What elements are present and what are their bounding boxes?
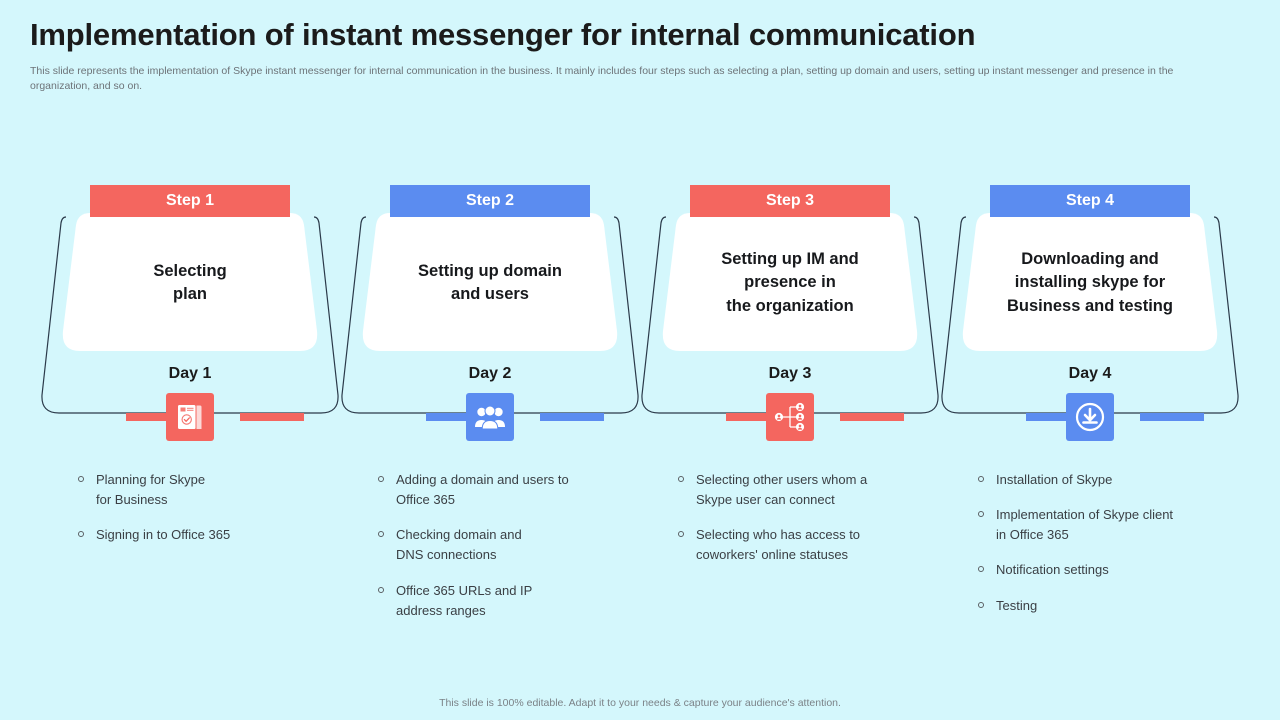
- slide-subtitle: This slide represents the implementation…: [30, 65, 1174, 93]
- step-card-1[interactable]: Step 1 Selecting plan Day 1: [40, 185, 340, 445]
- bullet-text: Planning for Skype for Business: [96, 472, 206, 508]
- step-white-card-3: Setting up IM and presence in the organi…: [662, 213, 918, 353]
- slide-header: Implementation of instant messenger for …: [30, 17, 1240, 95]
- page-title: Implementation of instant messenger for …: [30, 17, 976, 52]
- slide-footer-note: This slide is 100% editable. Adapt it to…: [439, 697, 841, 709]
- list-item: Selecting other users whom a Skype user …: [678, 470, 958, 510]
- bullet-text: Checking domain and DNS connections: [396, 527, 522, 563]
- list-item: Adding a domain and users to Office 365: [378, 470, 658, 510]
- step-white-card-2: Setting up domain and users: [362, 213, 618, 353]
- bullet-text: Implementation of Skype client in Office…: [996, 507, 1174, 543]
- list-item: Checking domain and DNS connections: [378, 525, 658, 565]
- step-card-3[interactable]: Step 3 Setting up IM and presence in the…: [640, 185, 940, 445]
- step-day-label-1: Day 1: [168, 365, 212, 382]
- bullet-marker-icon: [978, 601, 984, 608]
- list-item: Implementation of Skype client in Office…: [978, 505, 1258, 545]
- card-background-1: [62, 213, 318, 353]
- download-circle-icon: [1066, 393, 1114, 441]
- bullet-text: Testing: [996, 597, 1038, 613]
- bullet-marker-icon: [378, 531, 384, 538]
- list-item: Installation of Skype: [978, 470, 1258, 490]
- bullet-text: Signing in to Office 365: [96, 527, 231, 543]
- step-card-2[interactable]: Step 2 Setting up domain and users Day 2: [340, 185, 640, 445]
- bullet-text: Installation of Skype: [996, 472, 1113, 487]
- connector-bar-right-2: [540, 413, 604, 421]
- steps-row: Step 1 Selecting plan Day 1: [0, 185, 1280, 445]
- connector-bar-right-4: [1140, 413, 1204, 421]
- bullet-marker-icon: [78, 476, 84, 482]
- step-white-card-1: Selecting plan: [62, 213, 318, 353]
- list-item: Planning for Skype for Business: [78, 470, 358, 510]
- user-network-icon: [766, 393, 814, 441]
- bullet-marker-icon: [78, 531, 84, 538]
- step-header-badge-1: Step 1: [90, 185, 290, 217]
- step-header-badge-2: Step 2: [390, 185, 590, 217]
- connector-bar-left-2: [426, 413, 490, 421]
- bullet-text: Selecting other users whom a Skype user …: [696, 472, 868, 508]
- connector-bar-right-1: [240, 413, 304, 421]
- bullet-marker-icon: [978, 566, 984, 573]
- card-background-3: [662, 213, 918, 353]
- list-item: Selecting who has access to coworkers' o…: [678, 525, 958, 565]
- list-item: Signing in to Office 365: [78, 525, 358, 545]
- list-item: Office 365 URLs and IP address ranges: [378, 581, 658, 621]
- list-item: Notification settings: [978, 560, 1258, 580]
- bullet-text: Office 365 URLs and IP address ranges: [396, 582, 533, 618]
- step-card-4[interactable]: Step 4 Downloading and installing skype …: [940, 185, 1240, 445]
- connector-bar-left-1: [126, 413, 190, 421]
- bullet-list-3: Selecting other users whom a Skype user …: [678, 470, 958, 581]
- connector-bar-left-4: [1026, 413, 1090, 421]
- bullet-text: Selecting who has access to coworkers' o…: [696, 527, 861, 563]
- step-title-1: Selecting plan: [153, 261, 227, 303]
- bullet-lists: Planning for Skype for Business Signing …: [0, 470, 1280, 630]
- step-day-label-2: Day 2: [468, 365, 512, 382]
- connector-bar-right-3: [840, 413, 904, 421]
- bullet-marker-icon: [978, 511, 984, 518]
- bullet-marker-icon: [978, 476, 984, 482]
- card-background-2: [362, 213, 618, 353]
- bullet-marker-icon: [378, 476, 384, 482]
- card-background-4: [962, 213, 1218, 353]
- bullet-list-1: Planning for Skype for Business Signing …: [78, 470, 358, 560]
- bullet-marker-icon: [678, 476, 684, 482]
- bullet-text: Adding a domain and users to Office 365: [396, 472, 569, 508]
- step-header-badge-4: Step 4: [990, 185, 1190, 217]
- step-header-badge-3: Step 3: [690, 185, 890, 217]
- users-group-icon: [466, 393, 514, 441]
- step-day-label-3: Day 3: [768, 365, 812, 382]
- bullet-list-4: Installation of Skype Implementation of …: [978, 470, 1258, 631]
- step-title-2: Setting up domain and users: [418, 261, 562, 303]
- connector-bar-left-3: [726, 413, 790, 421]
- bullet-marker-icon: [378, 586, 384, 593]
- step-white-card-4: Downloading and installing skype for Bus…: [962, 213, 1218, 353]
- list-item: Testing: [978, 596, 1258, 616]
- bullet-text: Notification settings: [996, 562, 1109, 578]
- step-title-3: Setting up IM and presence in the organi…: [721, 249, 859, 315]
- plan-document-icon: [166, 393, 214, 441]
- step-day-label-4: Day 4: [1068, 365, 1112, 382]
- step-title-4: Downloading and installing skype for Bus…: [1007, 249, 1173, 315]
- bullet-list-2: Adding a domain and users to Office 365 …: [378, 470, 658, 636]
- bullet-marker-icon: [678, 531, 684, 538]
